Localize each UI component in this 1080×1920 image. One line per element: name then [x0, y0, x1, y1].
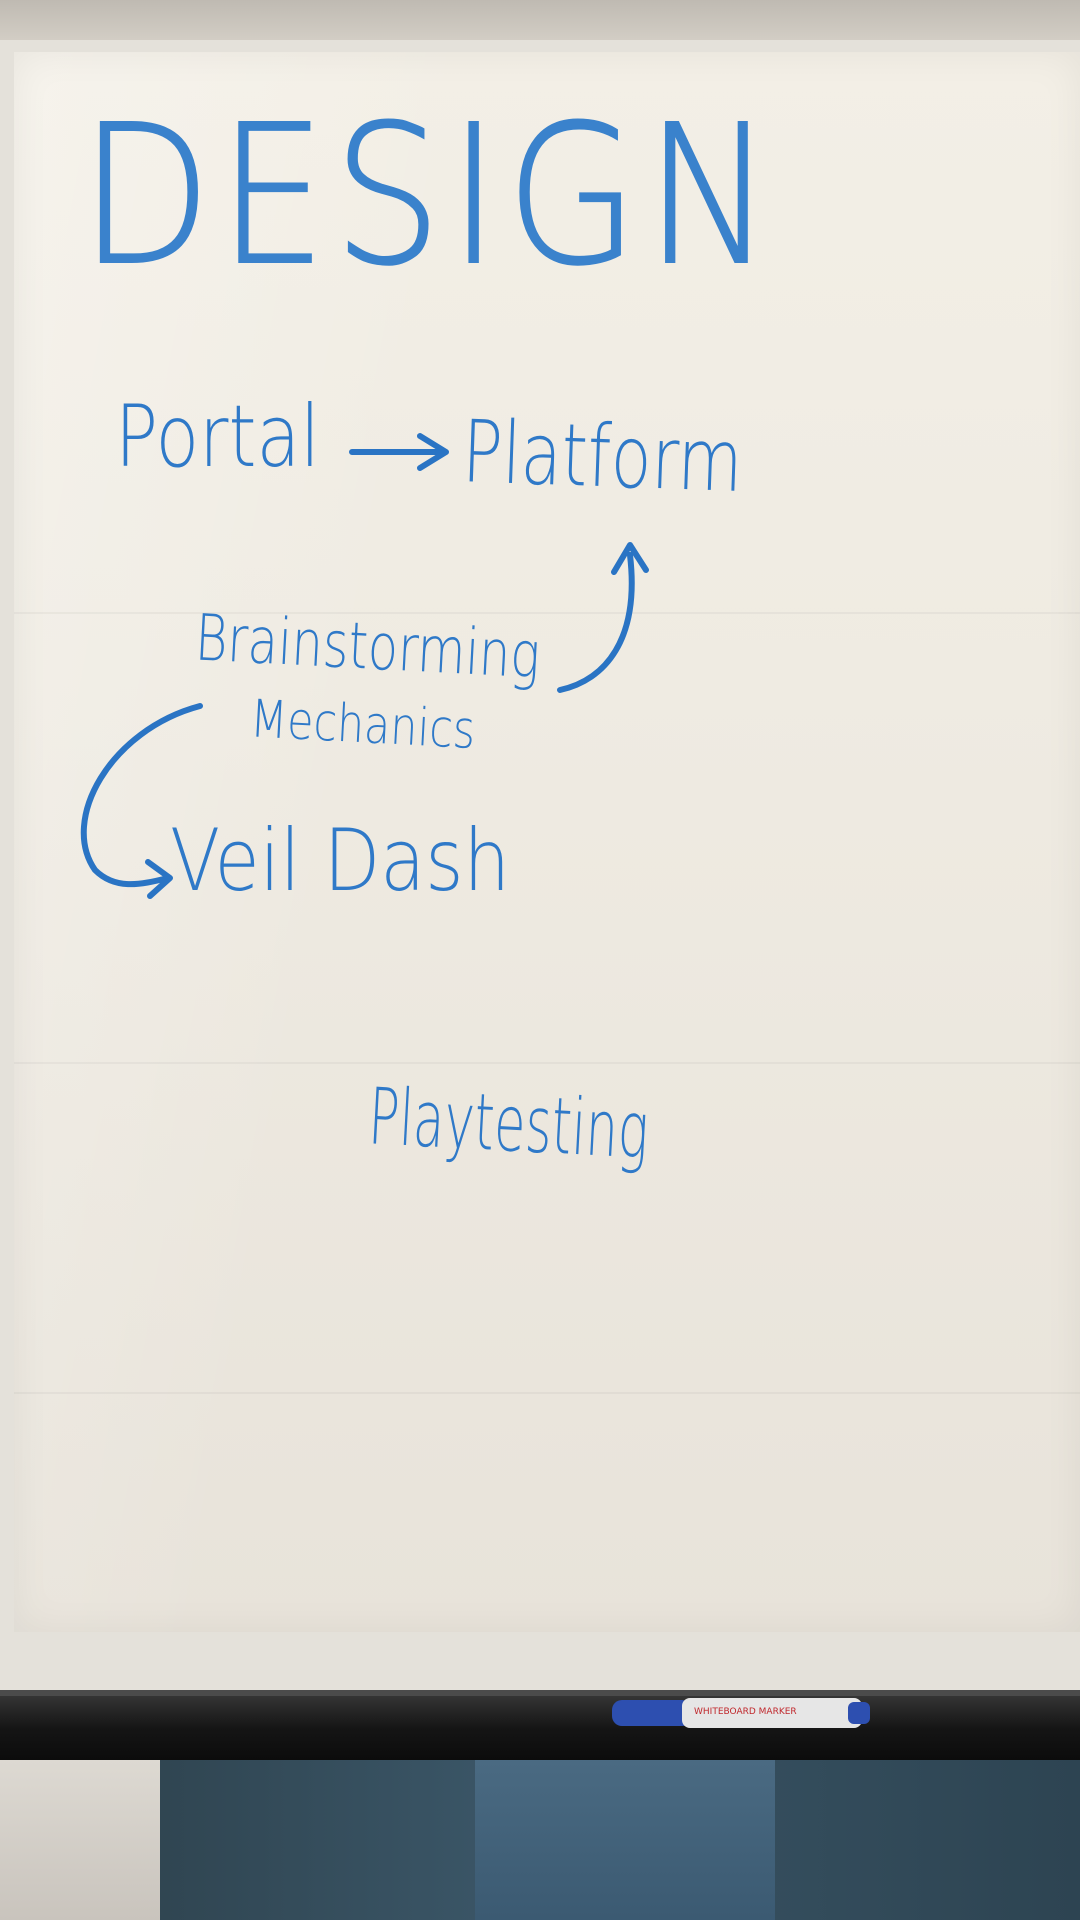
arrow-portal-to-platform	[349, 433, 449, 471]
arrow-mechanics-to-veil-dash	[80, 703, 203, 899]
marker-cap	[612, 1700, 692, 1726]
arrow-brainstorming-to-platform	[557, 542, 649, 693]
label-veil-dash: Veil Dash	[170, 811, 510, 911]
whiteboard-marker[interactable]: WHITEBOARD MARKER	[612, 1690, 874, 1730]
marker-end-cap	[848, 1702, 870, 1724]
marker-body	[682, 1698, 862, 1728]
flipchart-paper	[14, 52, 1080, 1632]
board-tray-lip	[0, 1690, 1080, 1696]
board-tray	[0, 1690, 1080, 1760]
label-mechanics: Mechanics	[249, 689, 477, 761]
label-brainstorming: Brainstorming	[193, 601, 541, 693]
marker-label: WHITEBOARD MARKER	[694, 1707, 797, 1717]
heading-design: DESIGN	[80, 85, 780, 308]
label-platform: Platform	[461, 402, 744, 512]
wall-post	[0, 1760, 160, 1920]
easel-stand	[475, 1760, 775, 1920]
label-playtesting: Playtesting	[366, 1072, 650, 1177]
label-portal: Portal	[115, 387, 320, 487]
